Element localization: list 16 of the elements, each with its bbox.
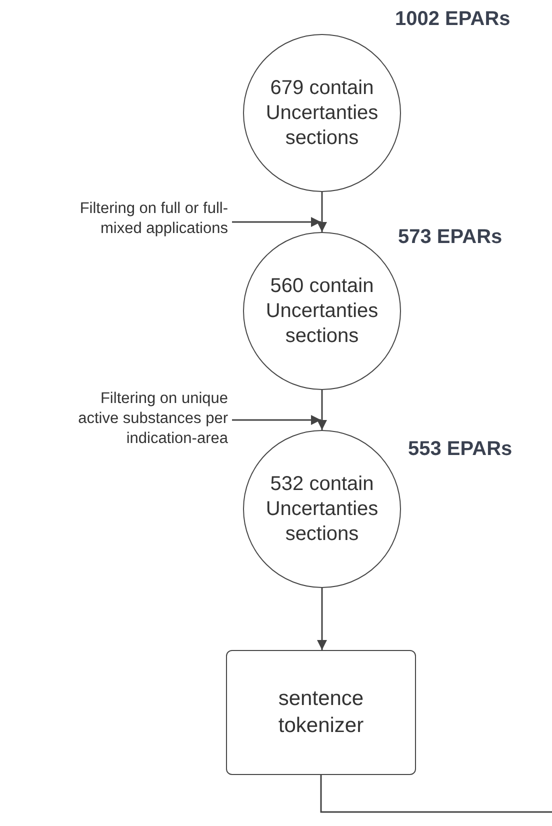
arrow [232, 415, 321, 425]
node-label: 560 contain Uncertanties sections [264, 274, 380, 348]
count-label: 1002 EPARs [395, 8, 510, 31]
node-label: 532 contain Uncertanties sections [264, 472, 380, 546]
note-text: Filtering on full or full-mixed applications [48, 196, 228, 242]
count-label: 553 EPARs [408, 438, 512, 461]
arrow [232, 217, 321, 227]
node-label: 679 contain Uncertanties sections [264, 76, 380, 150]
note-text: Filtering on unique active substances per indication-area [68, 386, 228, 452]
count-label: 573 EPARs [398, 226, 502, 249]
connector-line [320, 775, 552, 813]
arrow [317, 192, 327, 232]
arrow [317, 390, 327, 430]
node-label: sentence tokenizer [277, 686, 365, 738]
arrow [317, 588, 327, 650]
process-box [226, 650, 416, 775]
